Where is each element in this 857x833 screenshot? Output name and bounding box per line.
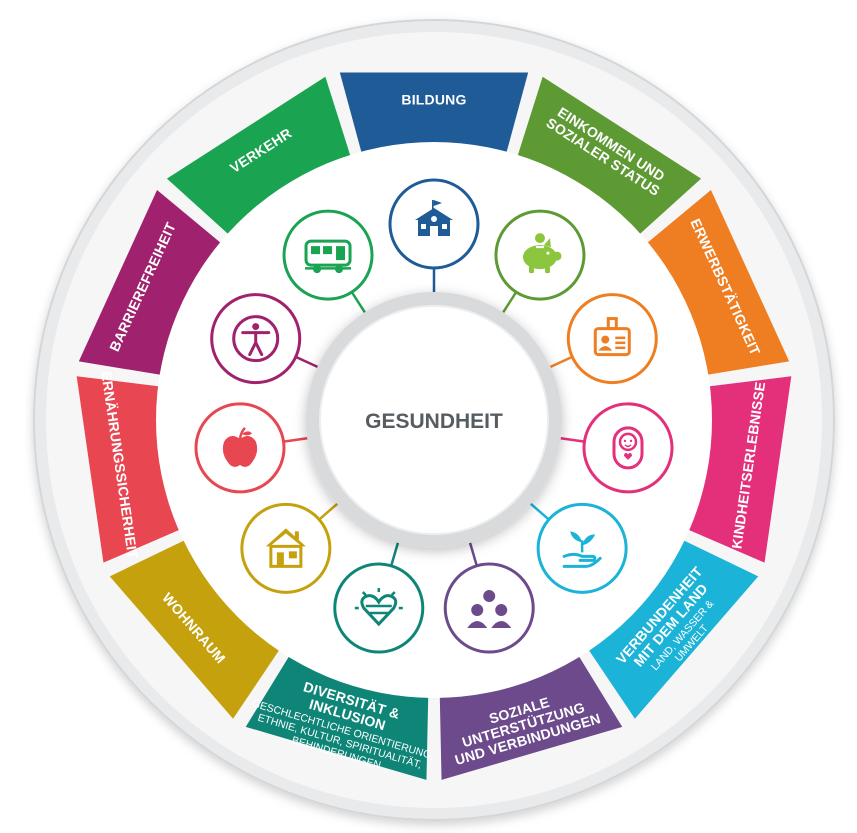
segment-einkommen: [517, 76, 702, 234]
segment-verkehr: [166, 76, 351, 234]
spoke-ernaehrung: [283, 436, 308, 443]
spoke-einkommen: [502, 291, 518, 313]
spoke-wohnraum: [318, 502, 339, 521]
center-label: GESUNDHEIT: [365, 410, 503, 433]
segment-label-line: BILDUNG: [401, 92, 466, 108]
apple-icon: [194, 402, 286, 494]
spoke-diversitaet: [389, 542, 400, 567]
spoke-soziale: [468, 542, 479, 567]
spokes-layer: [283, 268, 585, 567]
hand-sprout-icon: [536, 502, 628, 594]
icon-badge: [333, 562, 425, 654]
segment-barriere: [78, 189, 221, 375]
icon-badge: [443, 562, 535, 654]
icon-badge: [566, 293, 658, 385]
heart-icon: [333, 562, 425, 654]
segment-kindheit: [689, 376, 792, 563]
spoke-verbundenheit: [529, 502, 550, 521]
hub-face: [319, 305, 549, 535]
baby-icon: [582, 402, 674, 494]
icon-badge: [582, 402, 674, 494]
segment-bildung: [339, 72, 529, 152]
segment-erwerbstaetigkeit: [647, 189, 790, 375]
icons-layer: [194, 178, 674, 654]
bus-icon: [282, 209, 374, 301]
segment-verbundenheit: [589, 540, 759, 719]
segment-wohnraum: [109, 540, 279, 719]
spoke-barriere: [295, 355, 319, 368]
spoke-verkehr: [350, 291, 366, 313]
icon-badge: [240, 502, 332, 594]
school-icon: [388, 178, 480, 270]
segment-ernaehrung: [76, 376, 179, 563]
community-icon: [443, 562, 535, 654]
piggy-bank-icon: [494, 209, 586, 301]
house-icon: [240, 502, 332, 594]
spoke-erwerbstaetigkeit: [549, 355, 573, 368]
id-badge-icon: [566, 293, 658, 385]
icon-badge: [282, 209, 374, 301]
center-hub: GESUNDHEIT: [306, 292, 562, 548]
spoke-kindheit: [560, 436, 585, 443]
accessibility-icon: [210, 293, 302, 385]
segment-label-bildung: BILDUNG: [401, 92, 466, 108]
